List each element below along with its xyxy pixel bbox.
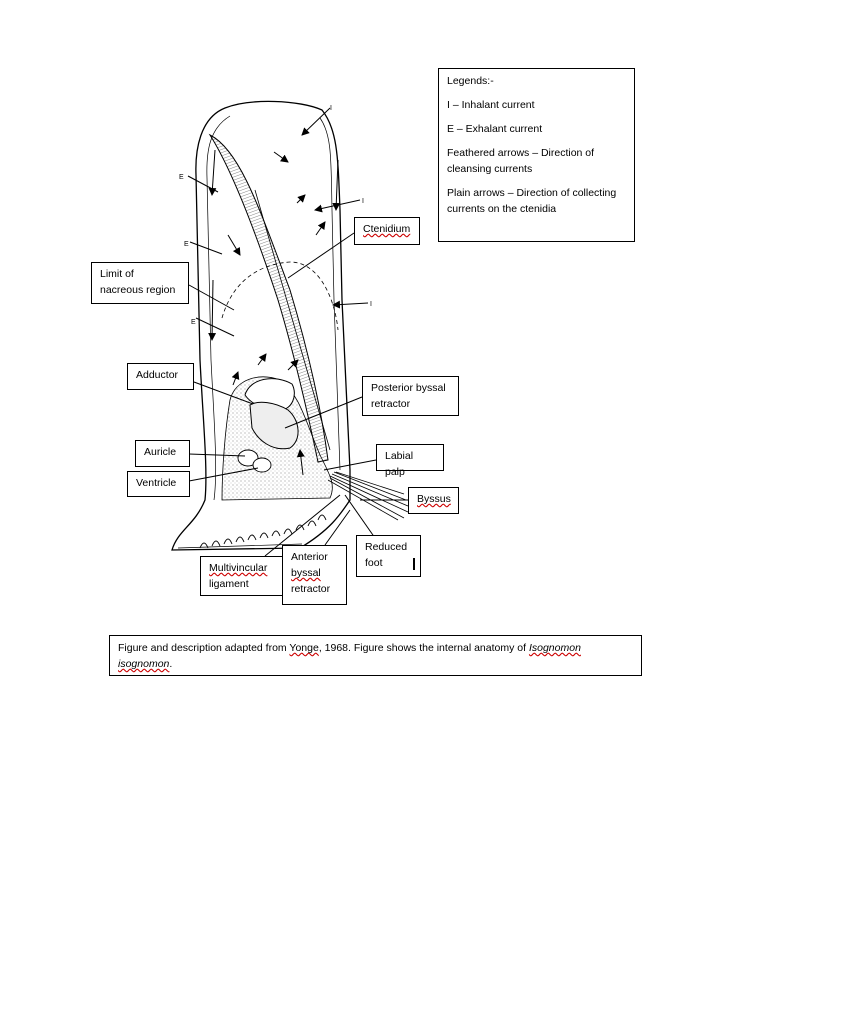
inhalant-mark: I (370, 301, 372, 308)
legend-box: Legends:- I – Inhalant current E – Exhal… (438, 68, 635, 242)
caption-text-before: Figure and description adapted from (118, 642, 289, 654)
label-anterior-byssal-retractor: Anterior byssal retractor (282, 545, 347, 605)
caption-text-middle: , 1968. Figure shows the internal anatom… (319, 642, 529, 654)
caption-author: Yonge (289, 642, 318, 654)
inhalant-mark: I (330, 105, 332, 112)
label-ctenidium: Ctenidium (354, 217, 420, 245)
label-posterior-byssal-retractor: Posterior byssal retractor (362, 376, 459, 416)
caption-text-end: . (169, 658, 172, 670)
exhalant-mark: E (184, 241, 189, 248)
exhalant-mark: E (179, 174, 184, 181)
legend-item: I – Inhalant current (447, 97, 626, 113)
caption-box: Figure and description adapted from Yong… (109, 635, 642, 676)
label-adductor: Adductor (127, 363, 194, 390)
label-byssus: Byssus (408, 487, 459, 514)
label-ventricle: Ventricle (127, 471, 190, 497)
label-labial-palp: Labial palp (376, 444, 444, 471)
legend-item: Feathered arrows – Direction of cleansin… (447, 145, 626, 177)
exhalant-mark: E (191, 319, 196, 326)
label-auricle: Auricle (135, 440, 190, 467)
label-multivincular-ligament: Multivincular ligament (200, 556, 283, 596)
label-reduced-foot: Reduced foot (356, 535, 421, 577)
legend-item: Plain arrows – Direction of collecting c… (447, 185, 626, 217)
inhalant-mark: I (362, 198, 364, 205)
text-cursor (413, 558, 415, 570)
legend-title: Legends:- (447, 73, 626, 89)
label-limit-nacreous-region: Limit of nacreous region (91, 262, 189, 304)
legend-item: E – Exhalant current (447, 121, 626, 137)
